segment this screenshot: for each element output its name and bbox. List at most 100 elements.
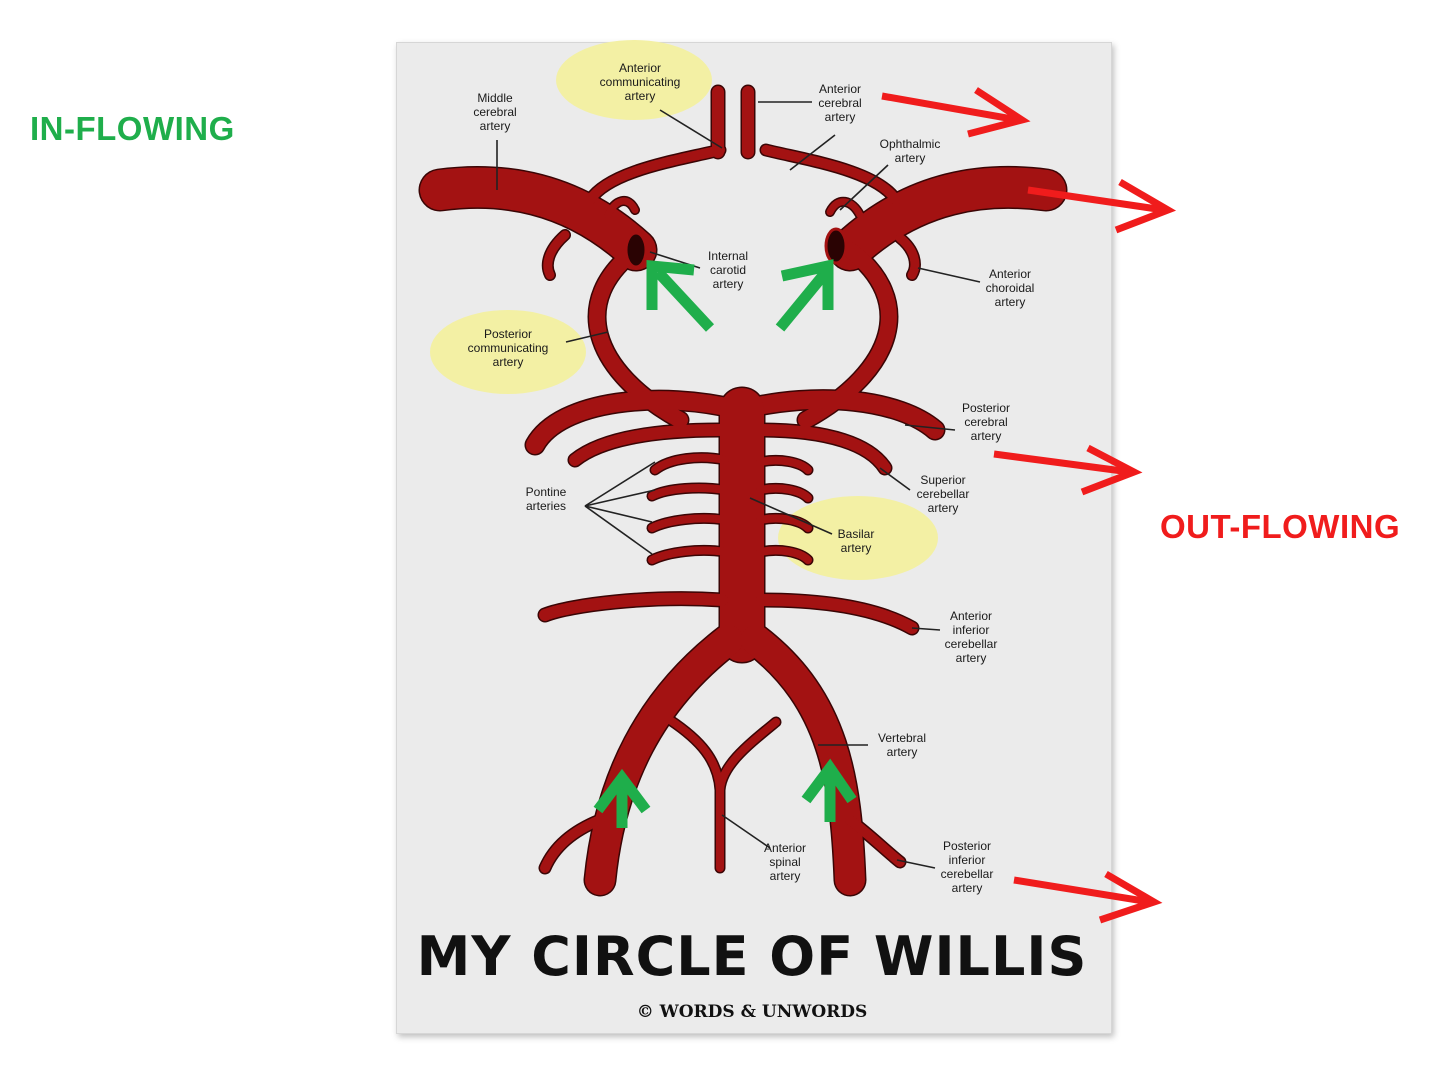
in-flow-arrow-left-vertebral [593, 768, 651, 828]
leader-line [565, 331, 609, 343]
label-line: artery [956, 651, 987, 665]
poster-copyright: © WORDS & UNWORDS [637, 1002, 868, 1022]
leader-line [584, 505, 653, 555]
out-flow-arrow-pica [1013, 870, 1163, 924]
label-line: artery [841, 541, 872, 555]
pica-left [540, 815, 605, 873]
ophthalmic-left [604, 197, 639, 219]
right-middle-cerebral-artery [830, 167, 1066, 270]
leader-line [917, 267, 981, 283]
leader-line [584, 461, 656, 507]
ophthalmic-right [826, 198, 864, 219]
label-line: artery [952, 881, 983, 895]
leader-line [584, 505, 653, 523]
anterior-choroidal-left [543, 230, 570, 280]
out-flow-arrows [881, 87, 1177, 924]
aica-right [756, 594, 918, 634]
pontine-right-3 [756, 514, 812, 532]
left-middle-cerebral-artery [420, 167, 656, 270]
label-line: Superior [920, 473, 965, 487]
leader-lines [496, 101, 981, 869]
label-line: Internal [708, 249, 748, 263]
label-line: cerebral [473, 105, 516, 119]
out-flow-arrow-anterior-cerebral [881, 87, 1031, 138]
label-line: communicating [468, 341, 549, 355]
label-line: Vertebral [878, 731, 926, 745]
label-line: artery [480, 119, 511, 133]
right-internal-carotid-cut [824, 227, 848, 265]
label-line: cerebral [964, 415, 1007, 429]
label-line: Middle [477, 91, 513, 105]
label-line: artery [770, 869, 801, 883]
label-line: artery [995, 295, 1026, 309]
pontine-left-2 [648, 484, 729, 500]
label-line: inferior [953, 623, 990, 637]
pontine-right-1 [756, 456, 812, 474]
anterior-choroidal-right [895, 233, 920, 280]
label-line: inferior [949, 853, 986, 867]
leader-line [721, 814, 771, 849]
label-line: cerebellar [945, 637, 998, 651]
label-line: artery [825, 110, 856, 124]
label-line: artery [895, 151, 926, 165]
label-line: Anterior [989, 267, 1031, 281]
label-line: artery [887, 745, 918, 759]
superior-cerebellar-right [754, 424, 891, 474]
anterior-spinal-left [666, 716, 724, 872]
leader-line [659, 109, 723, 149]
leader-line [896, 859, 936, 869]
pontine-left-1 [651, 453, 729, 474]
arteries [418, 84, 1068, 897]
label-line: communicating [600, 75, 681, 89]
posterior-cerebral-left [526, 391, 749, 454]
label-line: artery [971, 429, 1002, 443]
leader-line [904, 424, 956, 431]
highlight-posterior-communicating [430, 310, 586, 394]
label-line: Posterior [962, 401, 1010, 415]
label-line: cerebral [818, 96, 861, 110]
in-flow-arrows [593, 259, 857, 828]
label-line: artery [625, 89, 656, 103]
in-flowing-label: IN-FLOWING [30, 110, 235, 147]
superior-cerebellar-left [569, 424, 726, 466]
pontine-left-4 [648, 546, 729, 564]
label-line: Pontine [526, 485, 567, 499]
posterior-cerebral-right [731, 390, 944, 439]
label-line: cerebellar [917, 487, 970, 501]
label-line: Anterior [619, 61, 661, 75]
highlight-ovals [430, 40, 938, 580]
label-line: cerebellar [941, 867, 994, 881]
pontine-right-2 [756, 484, 812, 502]
label-line: artery [713, 277, 744, 291]
leader-line [584, 489, 656, 507]
highlight-anterior-communicating [556, 40, 712, 120]
label-line: Anterior [819, 82, 861, 96]
aica-left [539, 592, 728, 621]
label-line: spinal [769, 855, 800, 869]
anterior-loop-left [585, 145, 725, 205]
pontine-left-3 [648, 514, 729, 532]
anterior-loop-right [761, 145, 901, 205]
label-line: Anterior [764, 841, 806, 855]
leader-line [789, 134, 836, 171]
label-line: Anterior [950, 609, 992, 623]
label-line: artery [493, 355, 524, 369]
label-line: carotid [710, 263, 746, 277]
leader-line [879, 467, 911, 491]
pica-right [845, 815, 905, 867]
vertebral-left [585, 625, 743, 895]
